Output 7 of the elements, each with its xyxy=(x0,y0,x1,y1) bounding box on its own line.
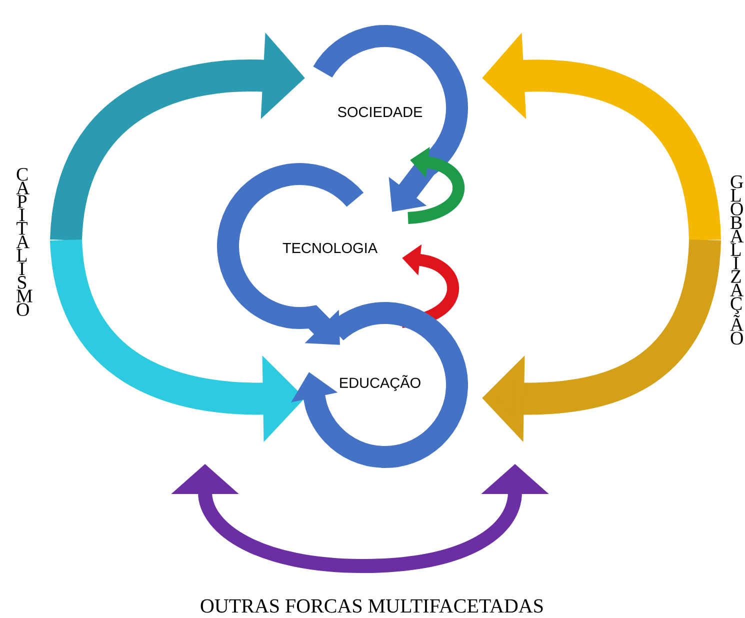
caption-label: OUTRAS FORCAS MULTIFACETADAS xyxy=(200,599,543,613)
cycle-label: SOCIEDADE xyxy=(338,106,422,118)
arrow xyxy=(291,302,468,468)
cycle-label: EDUCAÇÃO xyxy=(340,375,420,391)
vertical-label: GLOBALIZAÇÃO xyxy=(730,175,744,345)
cycle-label: TECNOLOGIA xyxy=(282,242,378,254)
vertical-label: CAPITALISMO xyxy=(16,168,32,316)
